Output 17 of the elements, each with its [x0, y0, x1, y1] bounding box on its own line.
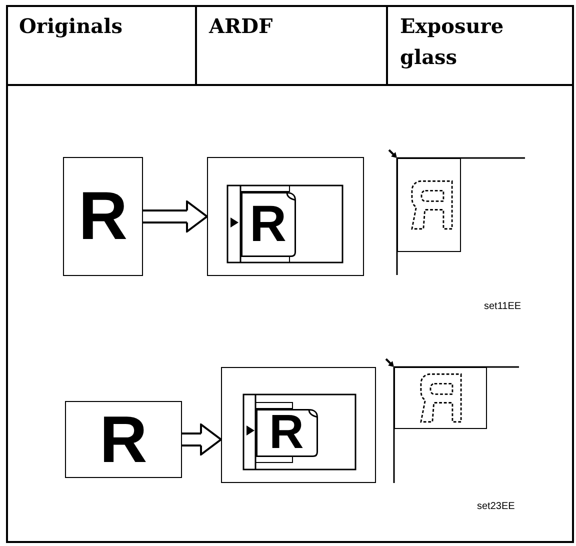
paper-sheet [394, 367, 487, 429]
paper-sheet [63, 157, 143, 276]
column-header: Exposure glass [400, 13, 504, 71]
paper-sheet [65, 401, 182, 478]
figure-code: set23EE [477, 501, 515, 513]
paper-sheet [397, 158, 461, 252]
sheet-letter: R [78, 186, 128, 248]
sheet-letter: R [100, 410, 148, 470]
figure-code: set11EE [484, 301, 522, 313]
feeder-frame [207, 157, 364, 276]
sheet-letter: R [250, 201, 286, 247]
feeder-frame [221, 367, 376, 483]
column-header: Originals [19, 13, 122, 40]
column-header: ARDF [209, 13, 273, 40]
sheet-letter: R [269, 410, 304, 454]
paper-sheet [256, 408, 318, 456]
paper-sheet [240, 192, 296, 256]
